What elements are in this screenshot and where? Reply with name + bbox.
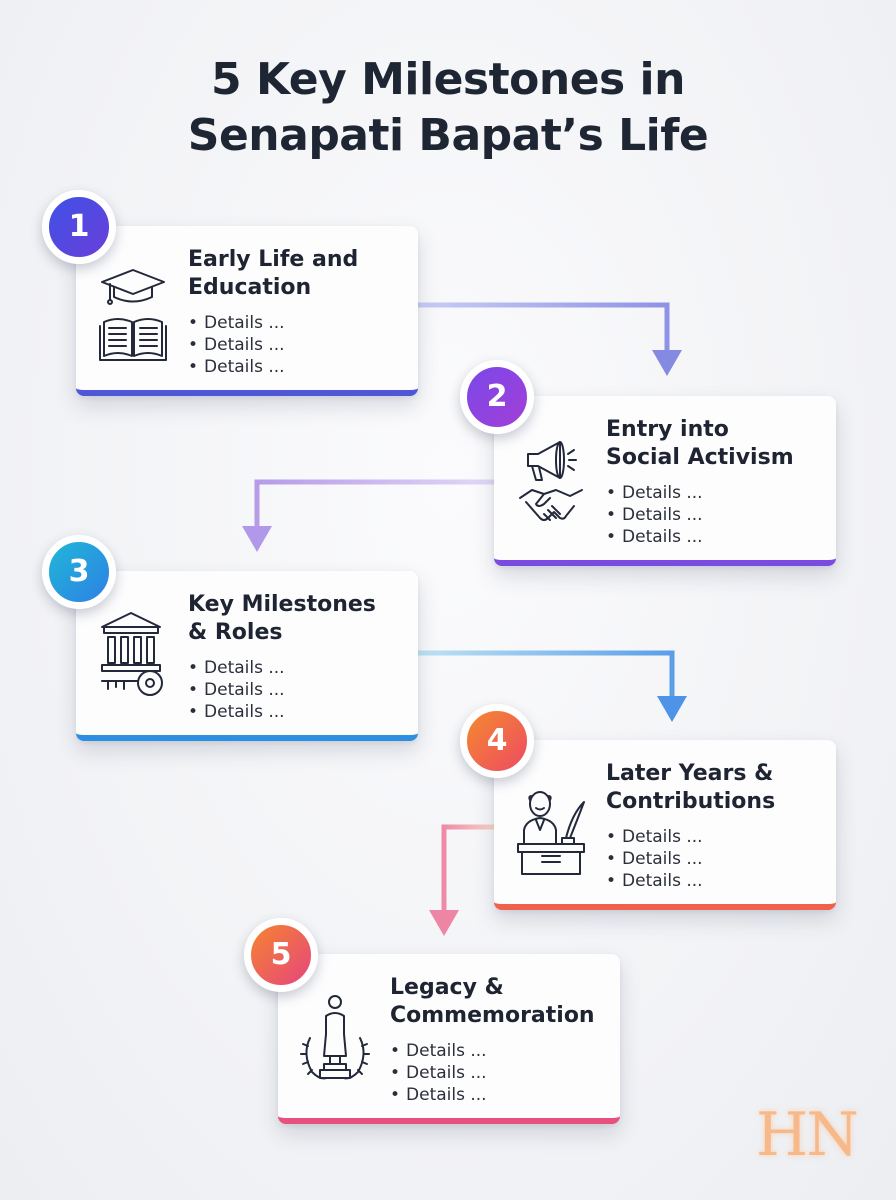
detail-item: Details ...	[188, 657, 285, 679]
milestone-card-1: Early Life and Education Details ... Det…	[76, 226, 418, 396]
milestone-number-badge-1: 1	[42, 190, 116, 264]
milestone-title-1: Early Life and Education	[188, 246, 413, 302]
detail-item: Details ...	[188, 334, 285, 356]
detail-item: Details ...	[390, 1062, 487, 1084]
milestone-title-1-line-2: Education	[188, 275, 312, 300]
detail-item: Details ...	[188, 701, 285, 723]
detail-item: Details ...	[606, 526, 703, 548]
page-title: 5 Key Milestones in Senapati Bapat’s Lif…	[0, 52, 896, 164]
milestone-card-4: Later Years & Contributions Details ... …	[494, 740, 836, 910]
milestone-card-5: Legacy & Commemoration Details ... Detai…	[278, 954, 620, 1124]
milestone-details-2: Details ... Details ... Details ...	[606, 482, 703, 548]
milestone-title-3-line-1: Key Milestones	[188, 592, 376, 617]
milestone-title-4: Later Years & Contributions	[606, 760, 831, 816]
milestone-title-3: Key Milestones & Roles	[188, 591, 413, 647]
detail-item: Details ...	[606, 504, 703, 526]
detail-item: Details ...	[606, 826, 703, 848]
milestone-title-4-line-1: Later Years &	[606, 761, 774, 786]
milestone-card-2: Entry into Social Activism Details ... D…	[494, 396, 836, 566]
page-title-line-1: 5 Key Milestones in	[211, 54, 685, 105]
detail-item: Details ...	[188, 679, 285, 701]
milestone-number-badge-3: 3	[42, 535, 116, 609]
graduation-cap-book-icon	[99, 269, 167, 361]
detail-item: Details ...	[606, 848, 703, 870]
milestone-title-1-line-1: Early Life and	[188, 247, 359, 272]
milestone-title-2-line-2: Social Activism	[606, 445, 794, 470]
detail-item: Details ...	[390, 1040, 487, 1062]
detail-item: Details ...	[606, 870, 703, 892]
milestone-title-2-line-1: Entry into	[606, 417, 729, 442]
milestone-title-3-line-2: & Roles	[188, 620, 283, 645]
milestone-number-badge-4: 4	[460, 704, 534, 778]
detail-item: Details ...	[390, 1084, 487, 1106]
milestone-title-5-line-1: Legacy &	[390, 975, 504, 1000]
milestone-title-4-line-2: Contributions	[606, 789, 776, 814]
milestone-title-5: Legacy & Commemoration	[390, 974, 615, 1030]
detail-item: Details ...	[606, 482, 703, 504]
arrow-4-to-5	[429, 824, 494, 936]
milestone-title-2: Entry into Social Activism	[606, 416, 831, 472]
arrow-3-to-4	[418, 650, 687, 722]
institution-key-icon	[101, 612, 163, 696]
milestone-card-3: Key Milestones & Roles Details ... Detai…	[76, 571, 418, 741]
writer-at-desk-icon	[517, 791, 585, 875]
milestone-title-5-line-2: Commemoration	[390, 1003, 595, 1028]
milestone-number-badge-2: 2	[460, 360, 534, 434]
milestone-details-1: Details ... Details ... Details ...	[188, 312, 285, 378]
arrow-1-to-2	[418, 302, 682, 376]
milestone-number-badge-5: 5	[244, 918, 318, 992]
arrow-2-to-3	[242, 479, 494, 552]
milestone-details-3: Details ... Details ... Details ...	[188, 657, 285, 723]
detail-item: Details ...	[188, 356, 285, 378]
statue-laurel-icon	[300, 995, 370, 1080]
milestone-details-5: Details ... Details ... Details ...	[390, 1040, 487, 1106]
megaphone-handshake-icon	[519, 441, 583, 521]
milestone-details-4: Details ... Details ... Details ...	[606, 826, 703, 892]
detail-item: Details ...	[188, 312, 285, 334]
page-title-line-2: Senapati Bapat’s Life	[187, 110, 709, 161]
watermark-logo: HN	[756, 1100, 859, 1170]
